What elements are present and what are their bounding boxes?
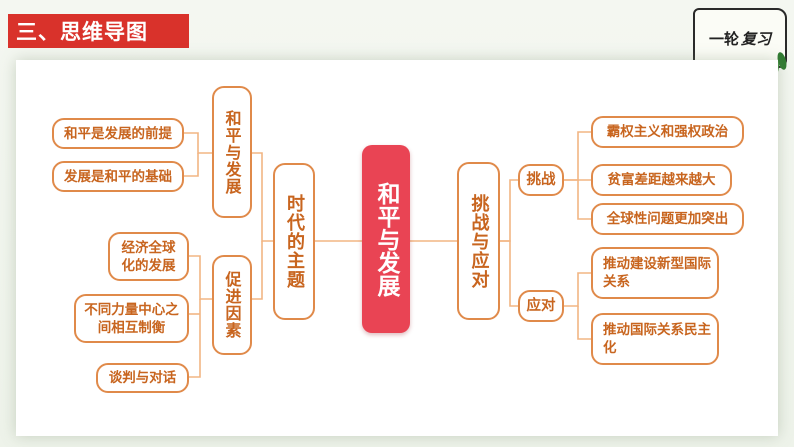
theme-challenge-response: 挑战与应对 xyxy=(457,162,500,320)
leaf-wealth-gap: 贫富差距越来越大 xyxy=(591,164,732,196)
leaf-global-issues: 全球性问题更加突出 xyxy=(591,203,744,235)
center-node: 和平与发展 xyxy=(362,145,410,333)
leaf-new-relations: 推动建设新型国际关系 xyxy=(591,247,719,299)
section-title: 三、思维导图 xyxy=(8,14,189,48)
leaf-negotiation: 谈判与对话 xyxy=(96,363,189,393)
badge-script-text: 复习 xyxy=(741,29,772,48)
leaf-development-basis: 发展是和平的基础 xyxy=(52,161,184,192)
branch-promoting-factors: 促进因素 xyxy=(212,255,252,355)
leaf-peace-premise: 和平是发展的前提 xyxy=(52,118,184,149)
leaf-globalization: 经济全球化的发展 xyxy=(108,232,189,281)
review-badge: 一轮复习 xyxy=(693,8,787,68)
branch-peace-development: 和平与发展 xyxy=(212,86,252,218)
leaf-power-balance: 不同力量中心之间相互制衡 xyxy=(74,294,189,343)
branch-responses: 应对 xyxy=(518,290,564,322)
theme-era: 时代的主题 xyxy=(273,163,315,320)
badge-prefix: 一轮 xyxy=(708,29,739,48)
leaf-democratization: 推动国际关系民主化 xyxy=(591,313,719,365)
branch-challenges: 挑战 xyxy=(518,164,564,196)
leaf-hegemonism: 霸权主义和强权政治 xyxy=(591,116,744,148)
